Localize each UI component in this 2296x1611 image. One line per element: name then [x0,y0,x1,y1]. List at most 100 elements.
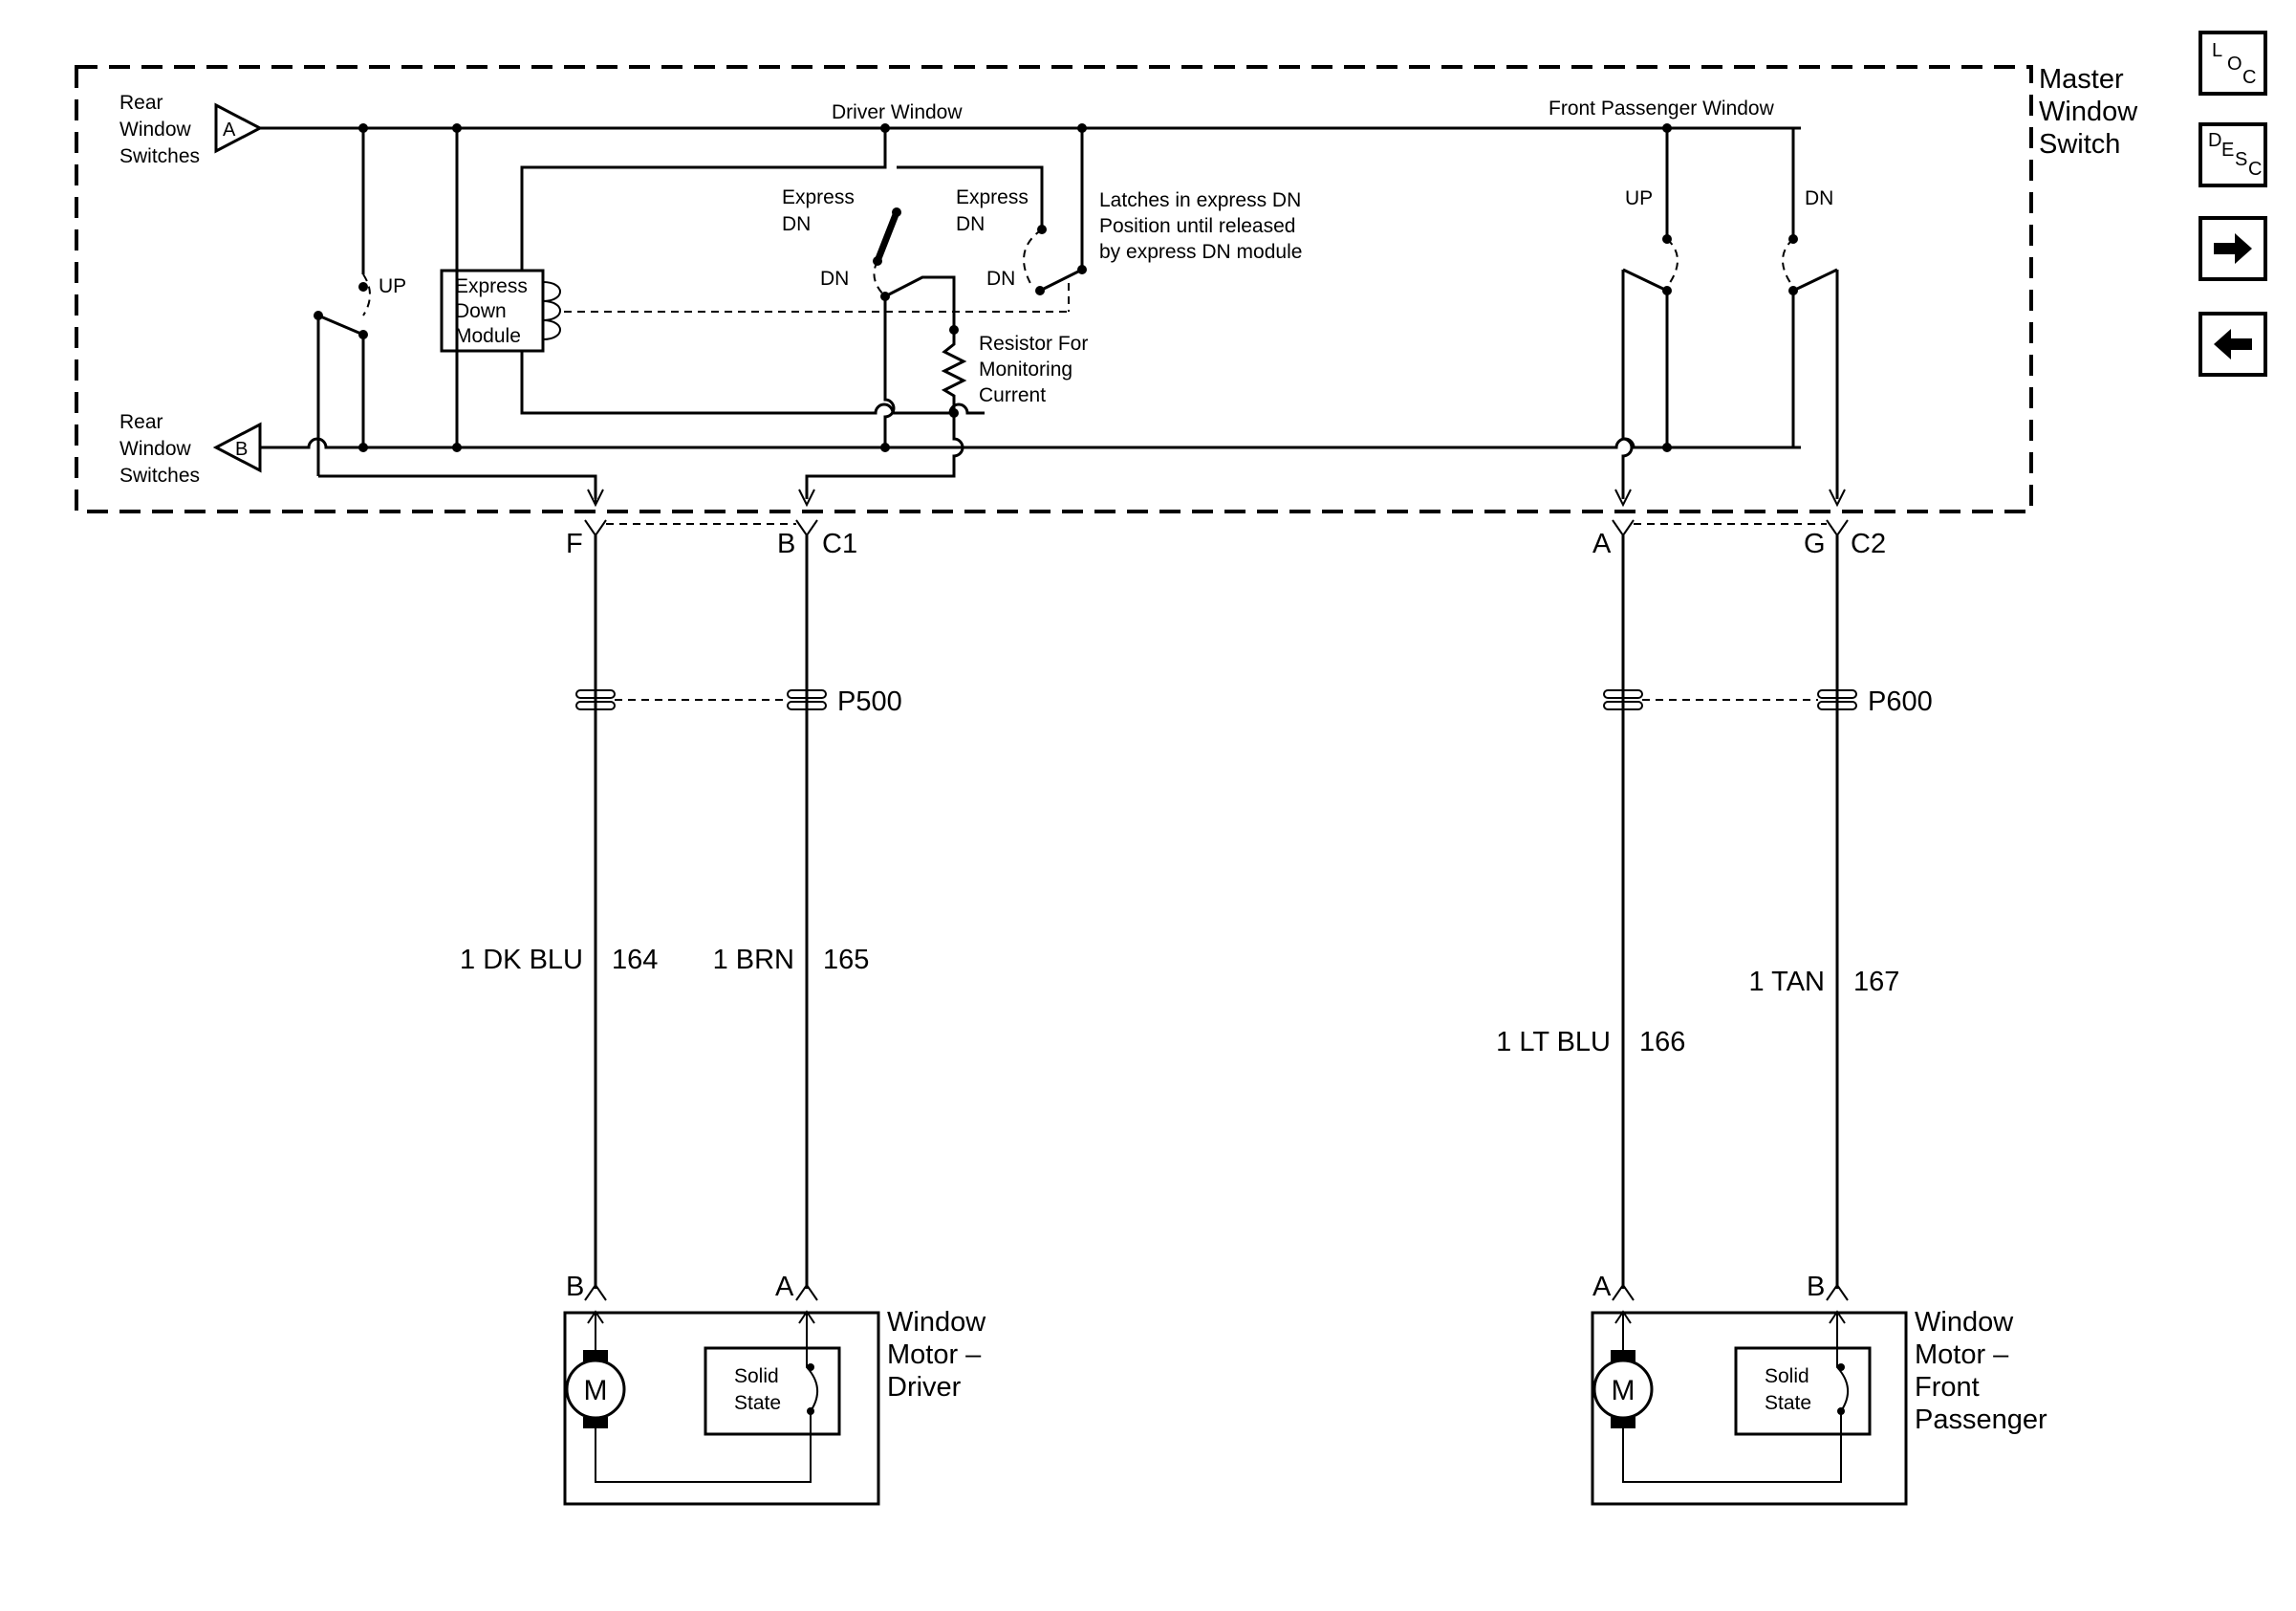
pass-up-blade [1622,268,1668,293]
c1-f-arrow [587,476,604,508]
module-top-feed [520,128,887,271]
driver-dn-arc [873,260,886,297]
driver-solid-state-2: State [734,1392,781,1414]
rear-switches-a-label-2: Window [119,119,192,141]
rear-switches-b-label-3: Switches [119,465,200,487]
wire-164-circuit: 164 [612,945,658,975]
pin-f-label: F [566,529,583,559]
desc-letter-s: S [2235,149,2248,170]
driver-dn-blade [874,210,900,263]
express-module-coil-icon [542,281,561,340]
rear-switches-a-label-3: Switches [119,145,200,167]
connector-a-letter: A [223,120,236,141]
c1-b-arrow [798,489,815,508]
passenger-motor-title-4: Passenger [1915,1404,2047,1435]
wire-165-circuit: 165 [823,945,869,975]
wire-166-color: 1 LT BLU [1496,1027,1611,1057]
desc-letter-c: C [2248,159,2263,180]
master-switch-title-2: Window [2039,97,2138,127]
desc-button[interactable]: D E S C [2199,122,2267,187]
driver-pin-b-mark [584,1283,607,1301]
rear-up-arc [362,273,371,316]
wire-164-color: 1 DK BLU [460,945,583,975]
pass-dn-label: DN [1805,187,1833,209]
c1-label: C1 [822,529,857,559]
resistor-line-3: Current [979,384,1046,406]
pass-dn-arc [1782,238,1794,288]
driver-solid-state-box [704,1346,841,1436]
passenger-pin-b-arrow [1829,1310,1846,1350]
latch-arc [1023,229,1043,288]
pass-up-arc [1666,238,1679,288]
next-button[interactable] [2199,216,2267,281]
left-arrow-icon [2214,329,2252,359]
driver-pin-a-mark [795,1283,818,1301]
loc-letter-c: C [2242,67,2257,88]
p600-connector [1603,689,1857,710]
driver-motor-box [563,1311,880,1506]
express-module-line-1: Express [455,275,528,297]
driver-solid-state-1: Solid [734,1365,779,1387]
wire-166-circuit: 166 [1639,1027,1685,1057]
wire-165-color: 1 BRN [713,945,794,975]
passenger-motor-title-3: Front [1915,1372,1980,1403]
latch-note-1: Latches in express DN [1099,189,1301,211]
pin-b-mark [795,519,818,537]
pass-up-label: UP [1625,187,1653,209]
resistor-icon [941,330,967,413]
p600-label: P600 [1868,686,1933,717]
loc-button[interactable]: L O C [2199,31,2267,96]
express-module-line-2: Down [455,300,507,322]
driver-dn-common [883,296,896,447]
passenger-motor-title-1: Window [1915,1307,2014,1338]
resistor-line-2: Monitoring [979,359,1072,381]
driver-motor-title-1: Window [887,1307,986,1338]
bottom-bus [260,437,1801,449]
driver-dn-label: DN [820,268,849,290]
passenger-motor-symbol: M [1612,1375,1635,1406]
driver-motor-title-3: Driver [887,1372,962,1403]
latch-note-2: Position until released [1099,215,1295,237]
latch-note-3: by express DN module [1099,241,1302,263]
driver-solid-state-switch [806,1350,818,1428]
latch-feed [897,165,1044,229]
driver-motor-icon [565,1359,626,1420]
passenger-pin-a-mark [1612,1283,1635,1301]
express-down-module-box [440,269,545,353]
pin-f-mark [584,519,607,537]
desc-letter-e: E [2221,140,2235,161]
passenger-solid-state-switch [1836,1350,1849,1428]
pass-up-out [1621,270,1634,499]
express-module-line-3: Module [455,325,521,347]
driver-pin-a-arrow [798,1310,815,1350]
resistor-to-c1b [805,413,964,499]
master-switch-title-1: Master [2039,64,2124,95]
passenger-motor-icon [1592,1359,1654,1420]
express-dn-1-line-1: Express [782,186,855,208]
wire-167-color: 1 TAN [1748,967,1825,997]
passenger-pin-b-label: B [1807,1272,1825,1302]
pin-g-mark [1826,519,1849,537]
rear-switches-b-label-2: Window [119,438,192,460]
passenger-pin-a-arrow [1614,1310,1632,1350]
rear-up-return [318,474,597,499]
rear-switches-b-label-1: Rear [119,411,163,433]
loc-letter-o: O [2227,54,2242,75]
prev-button[interactable] [2199,312,2267,377]
pass-dn-blade [1792,268,1838,293]
pin-g-label: G [1804,529,1826,559]
connector-b-letter: B [235,439,248,460]
wire-167-circuit: 167 [1853,967,1899,997]
rear-up-label: UP [379,275,406,297]
latch-dn-label: DN [986,268,1015,290]
right-arrow-icon [2214,233,2252,264]
driver-motor-symbol: M [584,1375,608,1406]
latch-blade [1039,268,1083,293]
driver-motor-title-2: Motor – [887,1339,982,1370]
p500-connector [575,689,827,710]
driver-dn-to-resistor [884,275,956,330]
c2-g-arrow [1829,489,1846,508]
desc-letter-d: D [2208,130,2222,151]
passenger-motor-title-2: Motor – [1915,1339,2009,1370]
